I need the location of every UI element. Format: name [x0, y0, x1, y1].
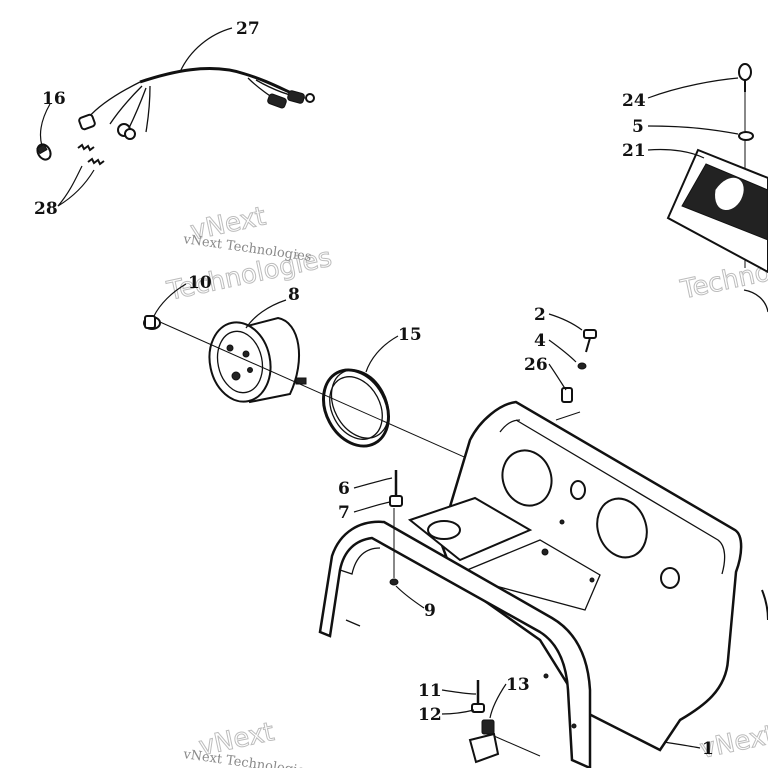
leader-lines [39, 27, 739, 749]
right-edge-lead [743, 289, 768, 313]
dash-panel-1 [407, 400, 743, 752]
springs-28 [77, 143, 105, 166]
callout-28: 28 [34, 199, 58, 219]
hardware-6-7 [389, 470, 403, 507]
callout-1: 1 [702, 739, 714, 759]
callout-labels: 27 16 28 10 8 15 24 5 21 2 4 26 6 7 9 11… [34, 19, 714, 759]
screw-24 [738, 63, 752, 92]
callout-24: 24 [622, 91, 646, 111]
callout-26: 26 [524, 355, 548, 375]
bulb-16 [36, 143, 52, 161]
callout-8: 8 [288, 285, 300, 305]
washer-5 [738, 131, 754, 141]
support-hoop [318, 520, 592, 768]
callout-2: 2 [534, 305, 546, 325]
callout-7: 7 [338, 503, 350, 523]
callout-6: 6 [338, 479, 350, 499]
callout-9: 9 [424, 601, 436, 621]
bezel-ring-15 [322, 368, 390, 448]
hole-9 [389, 578, 399, 586]
callout-15: 15 [398, 325, 422, 345]
callout-27: 27 [236, 19, 260, 39]
callout-4: 4 [534, 331, 546, 351]
wiring-harness [78, 67, 315, 140]
hardware-2-4-26 [561, 329, 597, 403]
hardware-axis [555, 411, 581, 421]
callout-16: 16 [42, 89, 66, 109]
callout-13: 13 [506, 675, 530, 695]
decal-21 [666, 148, 768, 274]
right-edge-part [761, 589, 768, 621]
callout-11: 11 [418, 681, 442, 701]
callout-5: 5 [632, 117, 644, 137]
bracket-hardware-11-12-13 [468, 680, 541, 764]
callout-21: 21 [622, 141, 646, 161]
gauge-8 [208, 316, 307, 404]
callout-12: 12 [418, 705, 442, 725]
bulb-socket-10 [143, 315, 161, 330]
callout-10: 10 [188, 273, 212, 293]
